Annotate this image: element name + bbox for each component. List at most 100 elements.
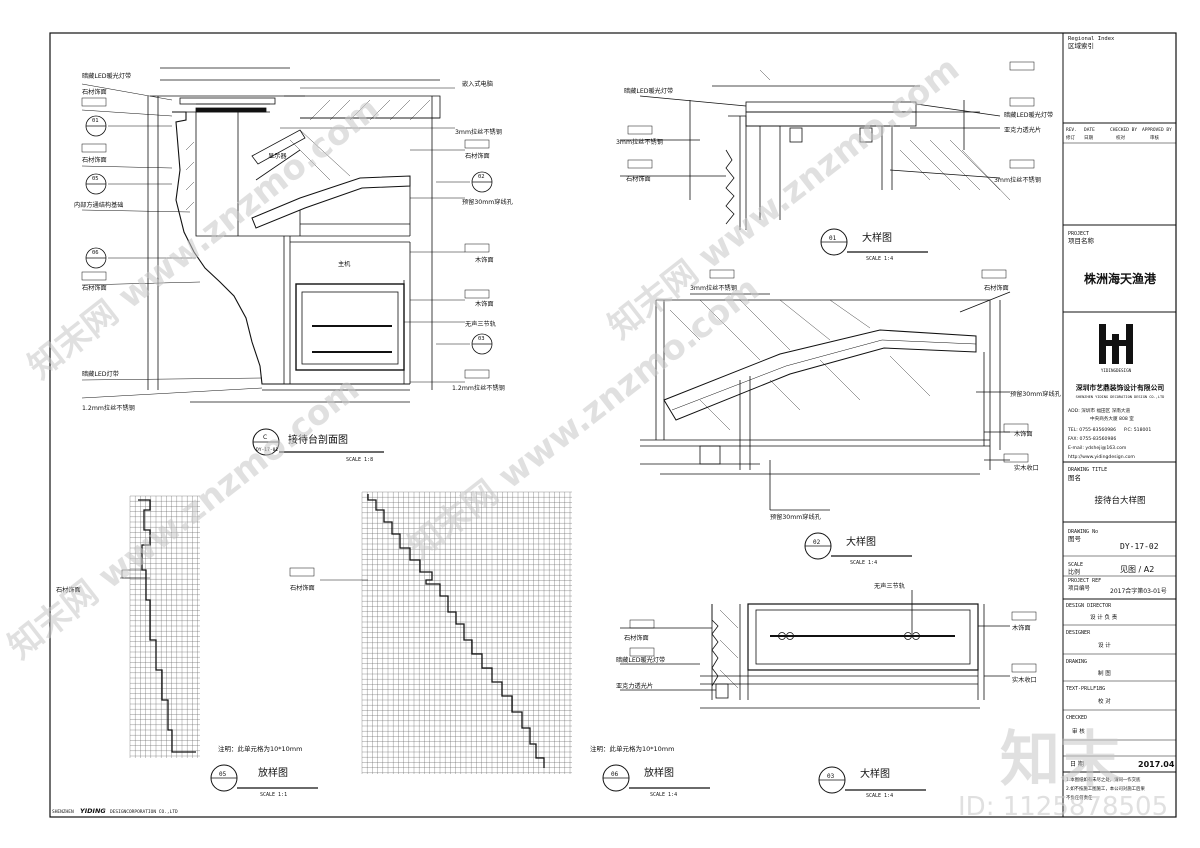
t05-label-stone: 石材饰面 xyxy=(56,586,81,594)
project-ref: 2017合字第03-01号 xyxy=(1110,587,1167,595)
reception-desk-section xyxy=(81,67,493,403)
d03-scale: SCALE 1:4 xyxy=(866,793,893,799)
callout-03-num: 03 xyxy=(478,336,485,342)
d01-label-steel: 3mm拉丝不锈钢 xyxy=(616,138,663,146)
d03-title: 大样图 xyxy=(860,767,890,780)
drawing-title: 接待台大样图 xyxy=(1094,495,1145,506)
checked-cn: 审 核 xyxy=(1072,727,1085,735)
d03-num: 03 xyxy=(827,773,835,780)
d03-label-rail: 无声三节轨 xyxy=(874,582,905,590)
label-stone-1: 石材饰面 xyxy=(82,88,107,96)
bottom-company-prefix: SHENZHEN xyxy=(52,809,74,815)
project-name: 株洲海天渔港 xyxy=(1084,271,1157,286)
callout-06-num: 06 xyxy=(92,250,99,256)
detail-02-sloped-top xyxy=(663,329,977,421)
template-05-profile xyxy=(138,499,196,753)
template-06: 石材饰面 注明：此单元格为10*10mm 06 放样图 SCALE 1:4 xyxy=(289,491,710,798)
template-05: 石材饰面 注明：此单元格为10*10mm 05 放样图 SCALE 1:1 xyxy=(56,495,318,798)
approved-header: APPROVED BY xyxy=(1142,127,1172,133)
t06-label-stone: 石材饰面 xyxy=(290,584,315,592)
d02-scale: SCALE 1:4 xyxy=(850,560,877,566)
watermark-1: 知末网 www.znzmo.com xyxy=(21,89,387,387)
design-director-label: DESIGN DIRECTOR xyxy=(1066,603,1112,609)
label-stone-2: 石材饰面 xyxy=(82,156,107,164)
t05-num: 05 xyxy=(219,771,227,778)
d01-label-led-r: 暗藏LED暖光灯带 xyxy=(1004,111,1053,119)
company-postcode: P.C: 518001 xyxy=(1124,427,1151,433)
drawing-label: DRAWING xyxy=(1066,659,1087,665)
d01-scale: SCALE 1:4 xyxy=(866,256,893,262)
t05-note: 注明：此单元格为10*10mm xyxy=(218,744,302,753)
detail-02-labels: 3mm拉丝不锈钢 石材饰面 预留30mm穿线孔 木饰面 实木收口 预留30mm穿… xyxy=(690,284,1061,566)
d02-label-stone: 石材饰面 xyxy=(984,284,1009,292)
watermark-id: ID: 1125878505 xyxy=(958,792,1168,822)
d01-label-steel-r: 3mm拉丝不锈钢 xyxy=(994,176,1041,184)
d02-label-wire-hole-b: 预留30mm穿线孔 xyxy=(770,513,821,521)
label-steel-12: 1.2mm拉丝不锈钢 xyxy=(82,404,135,412)
d03-label-wood: 木饰面 xyxy=(1012,624,1031,632)
note-line-2: 2.如不按施工图施工，本公司对施工后果 xyxy=(1066,785,1145,792)
t06-num: 06 xyxy=(611,771,619,778)
monitor-outline xyxy=(251,129,306,165)
company-address-2: 中央商务大厦 808 室 xyxy=(1090,415,1134,422)
d03-label-led: 暗藏LED暖光灯带 xyxy=(616,656,665,664)
label-wood-1: 木饰面 xyxy=(475,256,494,264)
template-06-profile xyxy=(367,494,545,768)
date-header: DATE xyxy=(1084,127,1095,133)
logo-caption: YIDINGDESIGN xyxy=(1101,368,1132,373)
detail-02 xyxy=(640,269,1029,560)
d02-num: 02 xyxy=(813,539,821,546)
designer-label: DESIGNER xyxy=(1066,630,1091,636)
drawing-number: DY-17-02 xyxy=(1120,542,1159,551)
label-monitor: 显示器 xyxy=(268,153,287,160)
project-label-en: PROJECT xyxy=(1068,231,1089,237)
t05-title: 放样图 xyxy=(258,766,288,779)
text-proof-label: TEXT-PRLLF1BG xyxy=(1066,686,1105,692)
d01-title: 大样图 xyxy=(862,231,892,244)
rev-header: REV. xyxy=(1066,127,1077,133)
bottom-company-suffix: DESIGNCORPORATION CO.,LTD xyxy=(110,809,178,815)
template-05-grid xyxy=(129,495,200,758)
label-rail: 无声三节轨 xyxy=(465,320,496,328)
label-led-strip: 暗藏LED灯带 xyxy=(82,370,119,378)
t05-scale: SCALE 1:1 xyxy=(260,792,287,798)
template-06-grid xyxy=(361,491,572,774)
title-block: Regional Index 区域索引 REV. DATE CHECKED BY… xyxy=(1063,36,1176,801)
company-fax: FAX: 0755-83560986 xyxy=(1068,436,1116,442)
d01-label-led: 暗藏LED暖光灯带 xyxy=(624,87,673,95)
d02-label-wood: 木饰面 xyxy=(1014,430,1033,438)
project-ref-label-en: PROJECT REF xyxy=(1068,578,1101,584)
drawing-no-label-en: DRAWING No xyxy=(1068,529,1098,535)
bottom-company-brand: YIDING xyxy=(80,807,106,815)
callout-01-num: 01 xyxy=(92,118,99,124)
d03-label-solid-wood: 实木收口 xyxy=(1012,676,1037,684)
d02-label-solid-wood: 实木收口 xyxy=(1014,464,1039,472)
date-label: 日 期 xyxy=(1070,760,1084,768)
t06-note: 注明：此单元格为10*10mm xyxy=(590,744,674,753)
company-name-cn: 深圳市艺鼎装饰设计有限公司 xyxy=(1076,383,1165,392)
callout-05-num: 05 xyxy=(92,176,99,182)
label-embedded-pc: 嵌入式电脑 xyxy=(462,80,493,88)
watermark-2: 知末网 www.znzmo.com xyxy=(401,269,767,567)
scale-label-cn: 比例 xyxy=(1068,568,1080,576)
detail-01 xyxy=(620,61,1035,256)
company-name-en: SHENZHEN YIDING DECORATION DESIGN CO.,LT… xyxy=(1076,395,1165,399)
watermark-4: 知末网 www.znzmo.com xyxy=(1,369,367,667)
date-header-cn: 日期 xyxy=(1084,135,1093,141)
drawing-title-label-en: DRAWING TITLE xyxy=(1068,467,1107,473)
section-labels: 暗藏LED暖光灯带 石材饰面 石材饰面 内部方通结构基础 石材饰面 暗藏LED灯… xyxy=(74,72,513,412)
detail-03 xyxy=(620,590,1037,794)
label-led-warm-strip: 暗藏LED暖光灯带 xyxy=(82,72,131,80)
date-value: 2017.04 xyxy=(1138,760,1175,769)
company-website: http://www.yidingdesign.com xyxy=(1068,454,1135,460)
label-steel-12-r: 1.2mm拉丝不锈钢 xyxy=(452,384,505,392)
section-title-block: C DY-17-01 接待台剖面图 SCALE 1:8 xyxy=(252,428,384,463)
section-scale: SCALE 1:8 xyxy=(346,457,373,463)
d01-num: 01 xyxy=(829,235,837,242)
label-wire-hole: 预留30mm穿线孔 xyxy=(462,198,513,206)
label-stone-r: 石材饰面 xyxy=(465,152,490,160)
note-line-3: 不负任何责任 xyxy=(1066,794,1093,801)
company-logo: YIDINGDESIGN xyxy=(1099,324,1133,373)
scale-label-en: SCALE xyxy=(1068,562,1083,568)
